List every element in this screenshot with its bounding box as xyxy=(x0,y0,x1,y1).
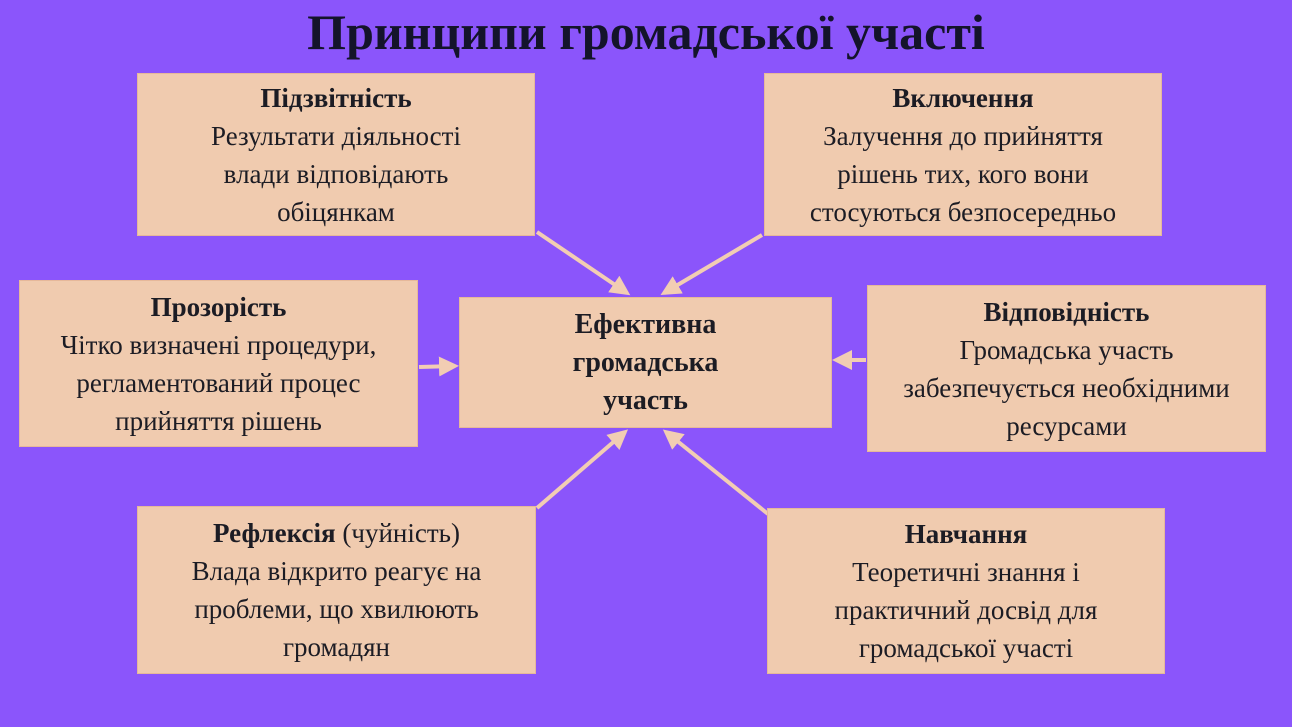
principle-learning-box: Навчання Теоретичні знання і практичний … xyxy=(767,508,1165,674)
principle-description: Влада відкрито реагує на проблеми, що хв… xyxy=(191,556,482,662)
central-concept-label: Ефективна громадська участь xyxy=(572,308,719,416)
principle-description: Громадська участь забезпечується необхід… xyxy=(903,334,1230,441)
central-concept-box: Ефективна громадська участь xyxy=(459,297,832,428)
principle-heading: Прозорість xyxy=(150,291,287,322)
principle-inclusion-box: Включення Залучення до прийняття рішень … xyxy=(764,73,1162,236)
arrow-accountability xyxy=(535,230,631,296)
page-title: Принципи громадської участі xyxy=(307,4,985,60)
arrow-reflexion xyxy=(535,429,629,510)
principle-description: Залучення до прийняття рішень тих, кого … xyxy=(809,120,1117,227)
principle-accountability-box: Підзвітність Результати діяльності влади… xyxy=(137,73,535,236)
principle-heading: Навчання xyxy=(904,519,1028,549)
principle-description: Теоретичні знання і практичний досвід дл… xyxy=(834,557,1098,663)
principle-heading: Рефлексія xyxy=(213,518,336,548)
principle-heading: Підзвітність xyxy=(260,82,412,113)
arrow-learning xyxy=(662,429,770,516)
principle-heading: Відповідність xyxy=(983,296,1150,327)
principle-heading-line: Рефлексія (чуйність) xyxy=(213,514,460,552)
arrow-transparency xyxy=(418,356,459,377)
principle-reflexion-box: Рефлексія (чуйність) Влада відкрито реаг… xyxy=(137,506,536,674)
principle-conformity-box: Відповідність Громадська участь забезпеч… xyxy=(867,285,1266,452)
principle-description: Результати діяльності влади відповідають… xyxy=(211,120,461,227)
principle-transparency-box: Прозорість Чітко визначені процедури, ре… xyxy=(19,280,418,447)
principle-description: Чітко визначені процедури, регламентован… xyxy=(60,329,377,436)
principle-heading-note: (чуйність) xyxy=(335,518,460,548)
principle-heading: Включення xyxy=(892,82,1034,113)
arrow-inclusion xyxy=(660,233,764,296)
